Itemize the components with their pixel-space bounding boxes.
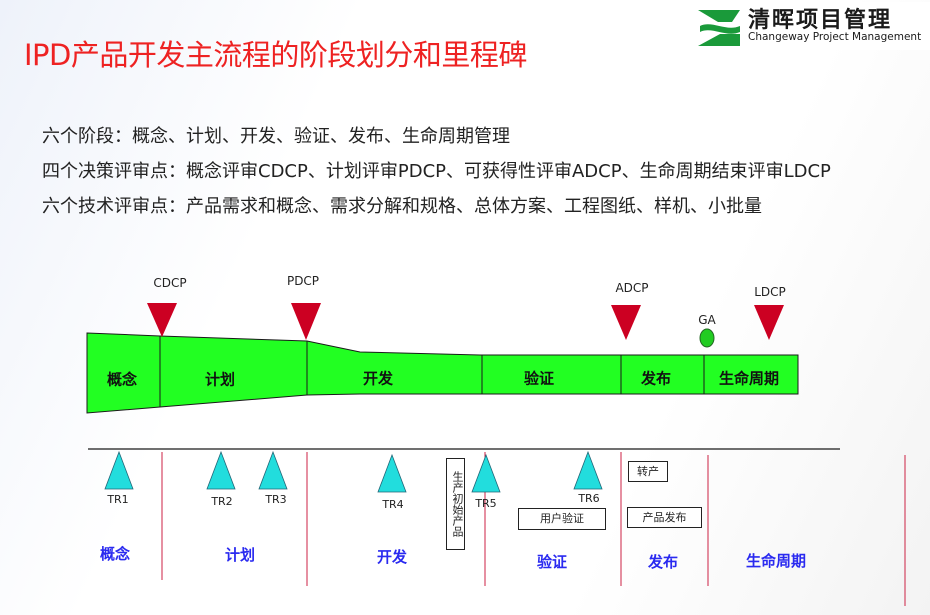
initial-product-box: 生产初始产品 (446, 458, 465, 550)
logo-english-name: Changeway Project Management (748, 31, 922, 43)
phase-funnel-band (86, 332, 799, 414)
gate-triangle-adcp (611, 305, 641, 340)
logo (690, 2, 930, 50)
ga-label: GA (698, 313, 716, 327)
ga-marker (699, 328, 715, 348)
bottom-phase-release: 发布 (647, 553, 679, 571)
phase-label-verify: 验证 (523, 369, 555, 388)
gate-triangle-ldcp (754, 305, 784, 340)
gate-label-cdcp: CDCP (153, 276, 187, 290)
gate-label-adcp: ADCP (615, 281, 649, 295)
tr-label-5: TR5 (475, 497, 497, 510)
phase-label-plan: 计划 (204, 370, 236, 389)
tr-triangle-4 (377, 453, 407, 493)
gate-label-pdcp: PDCP (286, 274, 320, 288)
tr-label-1: TR1 (107, 493, 129, 506)
bottom-phase-lifecycle: 生命周期 (745, 552, 807, 570)
tr-triangle-6 (573, 450, 603, 490)
gate-triangle-pdcp (291, 303, 321, 340)
phase-label-concept: 概念 (106, 370, 138, 389)
bottom-phase-plan: 计划 (224, 546, 256, 564)
slide-title: IPD产品开发主流程的阶段划分和里程碑 (24, 38, 527, 72)
gate-triangle-cdcp (147, 303, 177, 337)
logo-mark-icon (692, 4, 746, 48)
tr-label-4: TR4 (382, 498, 404, 511)
transfer-box: 转产 (628, 461, 668, 482)
gate-label-ldcp: LDCP (754, 285, 786, 299)
phase-label-release: 发布 (640, 369, 672, 388)
tr-label-2: TR2 (211, 495, 233, 508)
bottom-phase-develop: 开发 (376, 548, 408, 566)
line-decision-reviews: 四个决策评审点：概念评审CDCP、计划评审PDCP、可获得性评审ADCP、生命周… (42, 161, 831, 182)
phase-label-lifecycle: 生命周期 (718, 369, 780, 388)
logo-name: 清晖项目管理 (748, 8, 893, 33)
tr-triangle-5 (471, 453, 501, 493)
line-tech-reviews: 六个技术评审点：产品需求和概念、需求分解和规格、总体方案、工程图纸、样机、小批量 (42, 196, 762, 217)
product-release-box: 产品发布 (627, 507, 702, 528)
phase-label-develop: 开发 (362, 369, 394, 388)
tr-label-3: TR3 (265, 493, 287, 506)
bottom-phase-concept: 概念 (99, 545, 131, 563)
bottom-phase-verify: 验证 (536, 553, 568, 571)
tr-triangle-2 (206, 450, 236, 490)
tr-triangle-1 (104, 450, 134, 490)
tr-label-6: TR6 (578, 492, 600, 505)
line-phases: 六个阶段：概念、计划、开发、验证、发布、生命周期管理 (42, 126, 510, 147)
user-validation-box: 用户验证 (518, 508, 606, 530)
tr-triangle-3 (258, 450, 288, 490)
